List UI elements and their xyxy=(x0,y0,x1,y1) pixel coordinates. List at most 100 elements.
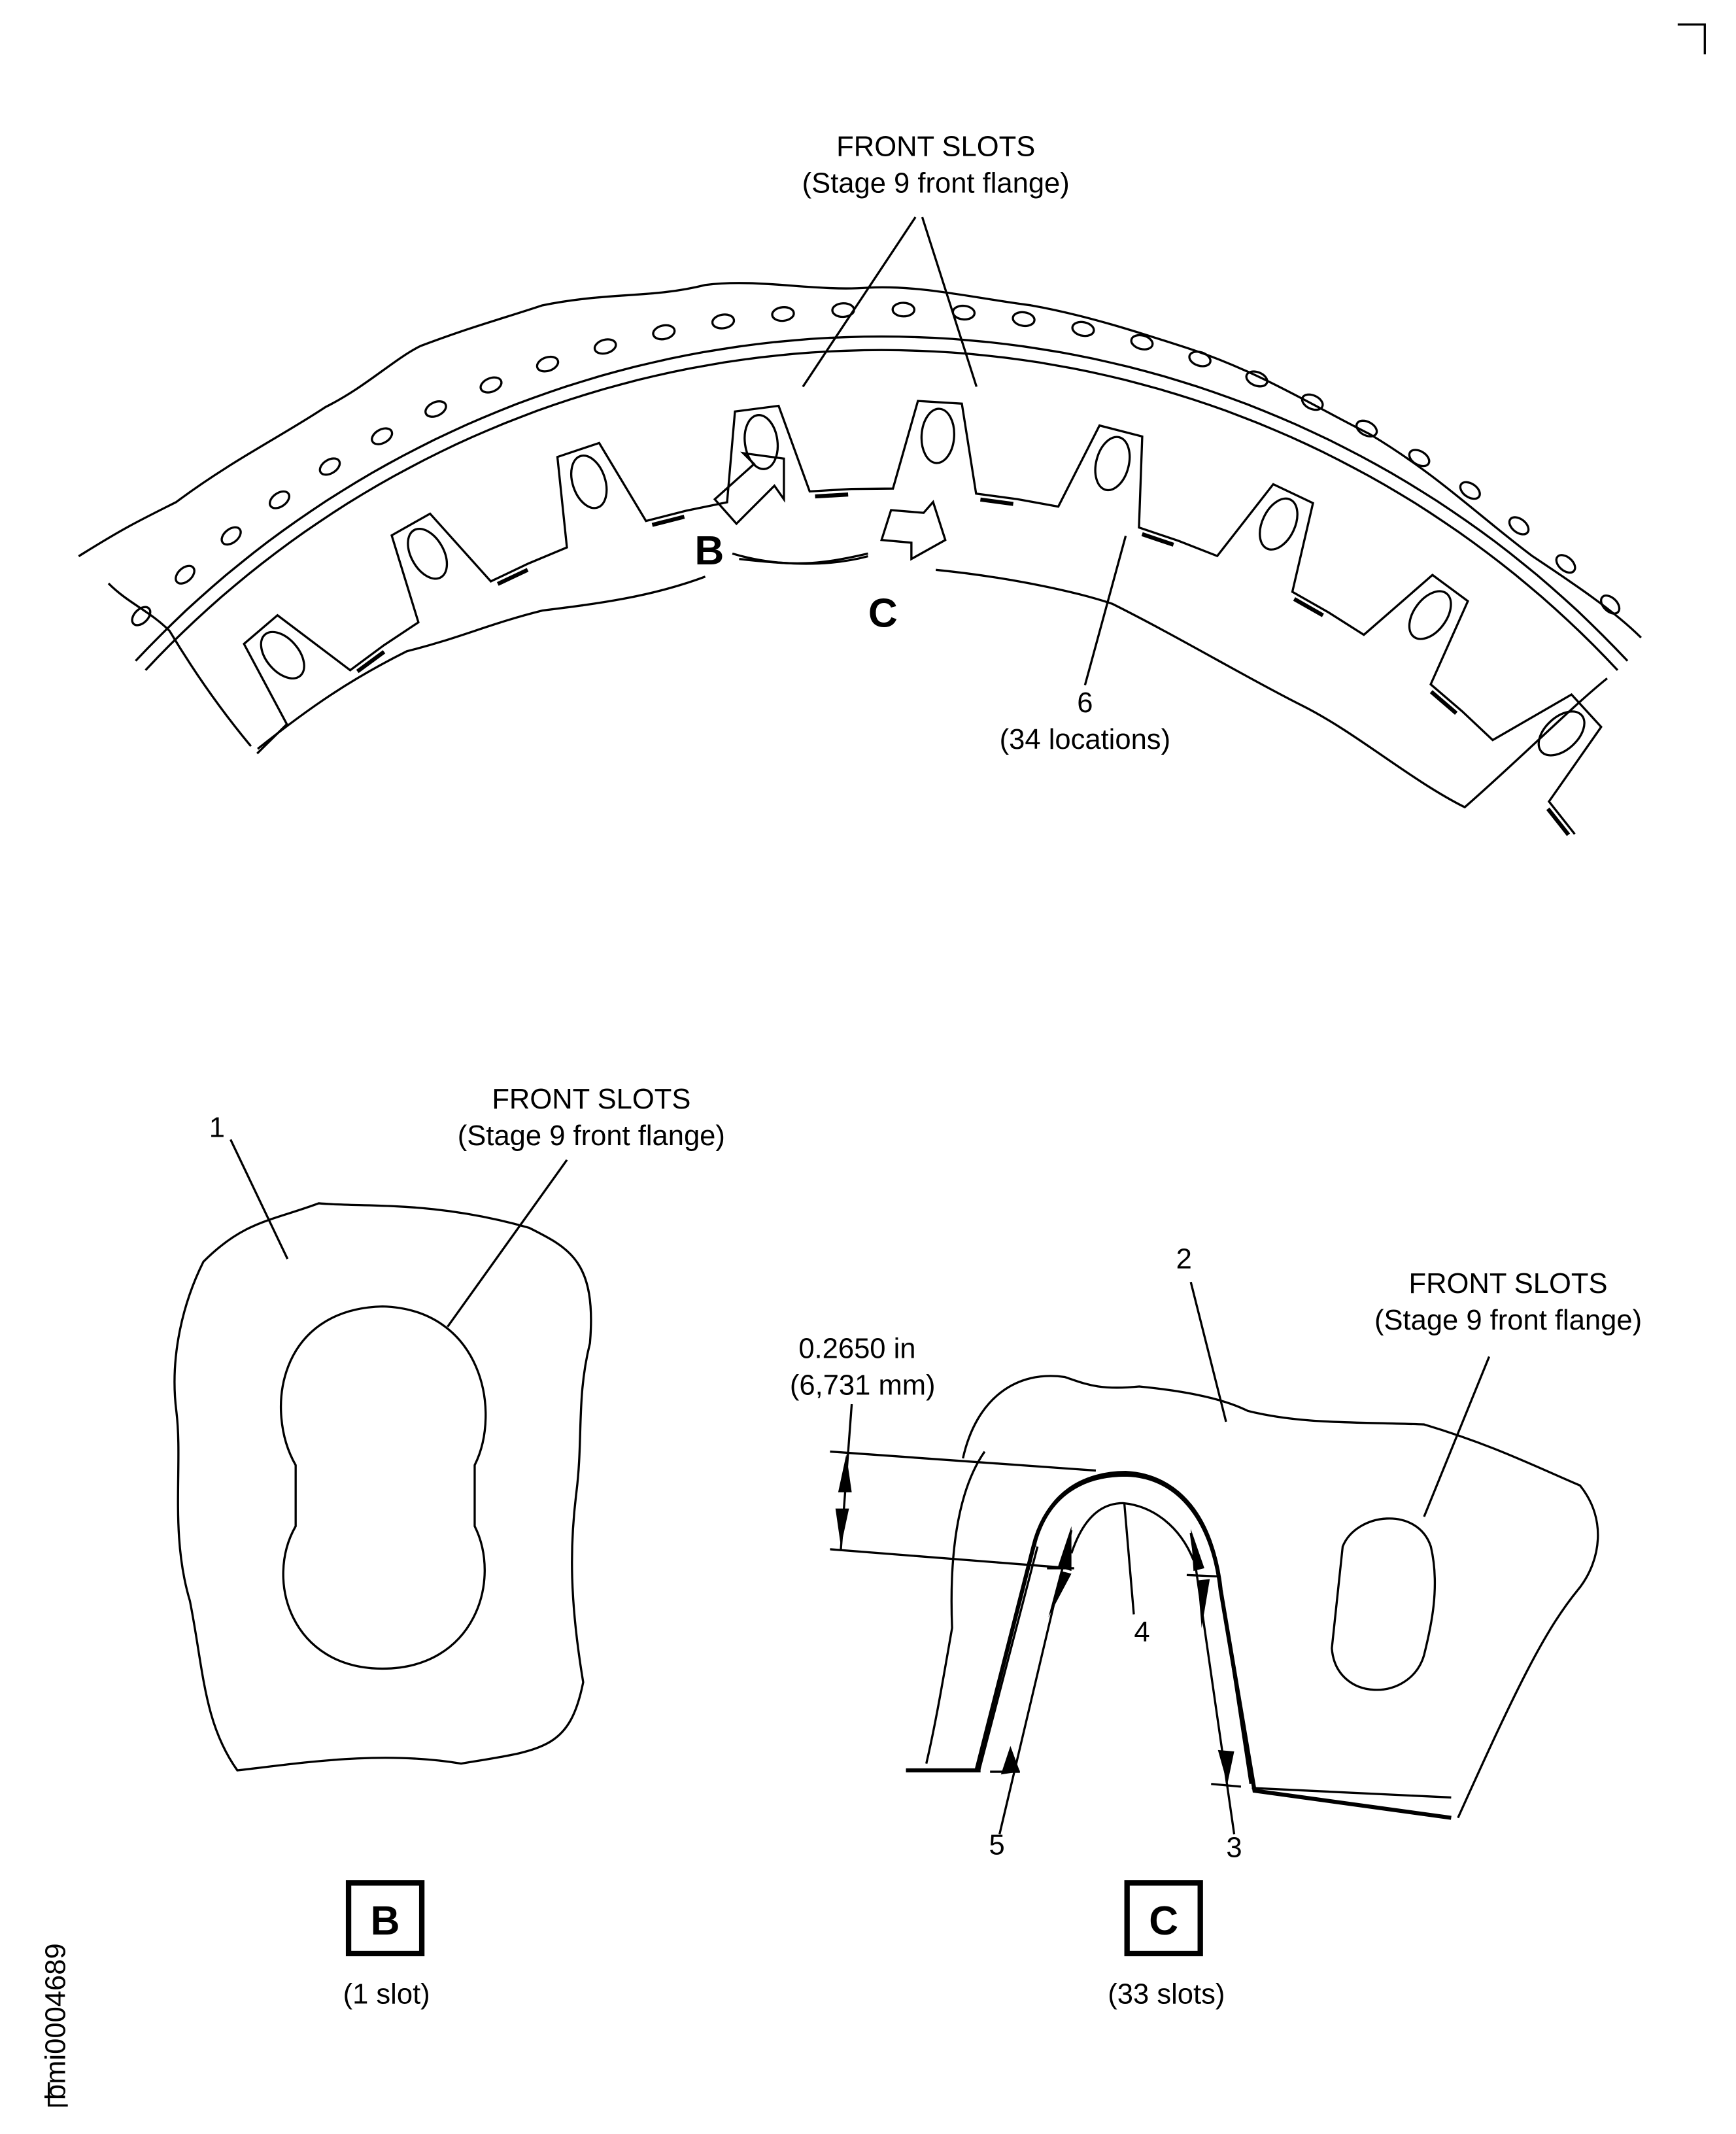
slot-ledge xyxy=(1141,532,1174,547)
slot-ledge xyxy=(1546,807,1571,836)
rim-line xyxy=(145,349,1619,671)
teeth-outline xyxy=(243,400,1603,835)
bolt-hole xyxy=(771,306,795,322)
view-b-caption: (1 slot) xyxy=(343,1979,430,2010)
leader-item-6 xyxy=(1083,536,1127,686)
view-c: 2 FRONT SLOTS (Stage 9 front flange) 0.2… xyxy=(790,1244,1642,2010)
view-b-box-label: B xyxy=(371,1899,400,1944)
item-6-label: 6 xyxy=(1077,687,1093,719)
view-b-front-slots-sub: (Stage 9 front flange) xyxy=(458,1120,725,1152)
leader-item-1 xyxy=(230,1139,289,1260)
front-slot xyxy=(1408,590,1452,640)
view-c-front-slots-sub: (Stage 9 front flange) xyxy=(1374,1305,1642,1336)
bolt-hole xyxy=(593,338,617,355)
dimension-arrow-down-icon xyxy=(835,1508,849,1547)
arrow-icon xyxy=(1000,1526,1234,1784)
bolt-hole xyxy=(1245,370,1268,388)
bolt-hole xyxy=(1188,351,1212,368)
bolt-hole xyxy=(891,301,916,318)
slot-ledge xyxy=(815,492,849,499)
bolt-hole xyxy=(1355,419,1378,438)
flange-outer-edge xyxy=(78,282,1642,639)
front-slot xyxy=(1537,710,1586,757)
bolt-hole xyxy=(711,313,736,330)
item-2-label: 2 xyxy=(1176,1244,1192,1275)
item-3-label: 3 xyxy=(1226,1833,1242,1864)
item-5-label: 5 xyxy=(989,1830,1004,1861)
front-slot xyxy=(260,630,305,680)
bolt-hole xyxy=(951,304,976,321)
view-b-label: B xyxy=(694,528,724,574)
bolt-hole xyxy=(1459,481,1481,500)
view-c-box xyxy=(1124,1880,1203,1957)
bolt-hole xyxy=(536,355,560,373)
front-slot xyxy=(570,454,608,509)
bolt-hole xyxy=(131,606,152,627)
corner-mark xyxy=(1677,23,1706,55)
dimension-mm: (6,731 mm) xyxy=(790,1369,936,1401)
bolt-hole xyxy=(1130,334,1154,351)
leader-item-4 xyxy=(1123,1503,1135,1615)
slot-ledge xyxy=(1293,597,1324,617)
view-c-box-label: C xyxy=(1149,1899,1178,1944)
leader-item-2 xyxy=(1189,1281,1227,1422)
slot-ledge xyxy=(651,515,685,527)
bolt-hole xyxy=(1555,554,1576,574)
dimension-in: 0.2650 in xyxy=(798,1333,915,1364)
front-slot xyxy=(920,407,955,464)
view-c-caption: (33 slots) xyxy=(1108,1979,1225,2010)
view-b-arrow-icon xyxy=(713,451,785,526)
view-c-oblong-hole xyxy=(1331,1517,1437,1691)
front-slot xyxy=(743,414,779,470)
figure-id-text: bmi0004689 xyxy=(41,1943,72,2100)
item-4-label: 4 xyxy=(1134,1617,1149,1648)
slot-teeth xyxy=(131,301,1629,836)
bolt-hole xyxy=(175,564,196,585)
front-slot xyxy=(1259,497,1299,551)
view-c-front-slots-title: FRONT SLOTS xyxy=(1408,1268,1607,1299)
view-b: 1 FRONT SLOTS (Stage 9 front flange) B (… xyxy=(173,1084,725,2010)
leader-item-3 xyxy=(1186,1532,1242,1834)
front-slots-sub: (Stage 9 front flange) xyxy=(802,168,1070,199)
figure-id: bmi0004689 xyxy=(41,1943,72,2107)
front-slots-title: FRONT SLOTS xyxy=(836,131,1035,163)
bolt-hole xyxy=(1071,320,1095,337)
view-b-box xyxy=(345,1880,425,1957)
bolt-hole xyxy=(1301,393,1324,411)
dimension-arrow-up-icon xyxy=(838,1454,852,1492)
slot-ledge xyxy=(496,568,529,586)
flange-bottom-edge xyxy=(107,555,1608,809)
view-b-part-outline xyxy=(173,1202,592,1772)
view-c-arrow-icon xyxy=(880,500,947,561)
bolt-hole xyxy=(1508,516,1530,536)
bolt-hole xyxy=(1600,594,1621,615)
bolt-hole xyxy=(220,526,242,546)
view-c-label: C xyxy=(868,591,898,636)
leader-view-b-front-slots xyxy=(447,1159,568,1328)
item-1-label: 1 xyxy=(209,1112,225,1143)
bolt-hole xyxy=(1012,311,1036,328)
slot-ledge xyxy=(979,497,1014,506)
top-view: FRONT SLOTS (Stage 9 front flange) B C 6… xyxy=(78,131,1642,836)
bolt-hole xyxy=(1408,449,1431,468)
bolt-hole xyxy=(424,400,447,418)
leader-view-c-front-slots xyxy=(1423,1356,1491,1517)
view-c-part-outline xyxy=(925,1375,1599,1819)
bolt-hole xyxy=(318,457,341,476)
slot-ledge xyxy=(356,650,386,674)
view-c-slot-thick-edge xyxy=(906,1472,1452,1820)
rim-line xyxy=(135,335,1629,662)
leader-front-slots xyxy=(802,216,978,388)
figure-id-bracket xyxy=(48,2082,68,2107)
front-slot xyxy=(407,527,449,580)
bolt-hole xyxy=(371,427,394,445)
slot-ledge xyxy=(1429,690,1458,715)
view-b-slot-outline xyxy=(280,1305,487,1670)
front-slot xyxy=(1094,436,1131,492)
leader-b xyxy=(732,552,868,565)
dimension-extension-lines xyxy=(830,1450,1097,1570)
view-b-front-slots-title: FRONT SLOTS xyxy=(492,1084,690,1115)
item-6-sub: (34 locations) xyxy=(1000,724,1170,755)
bolt-hole xyxy=(652,324,676,341)
